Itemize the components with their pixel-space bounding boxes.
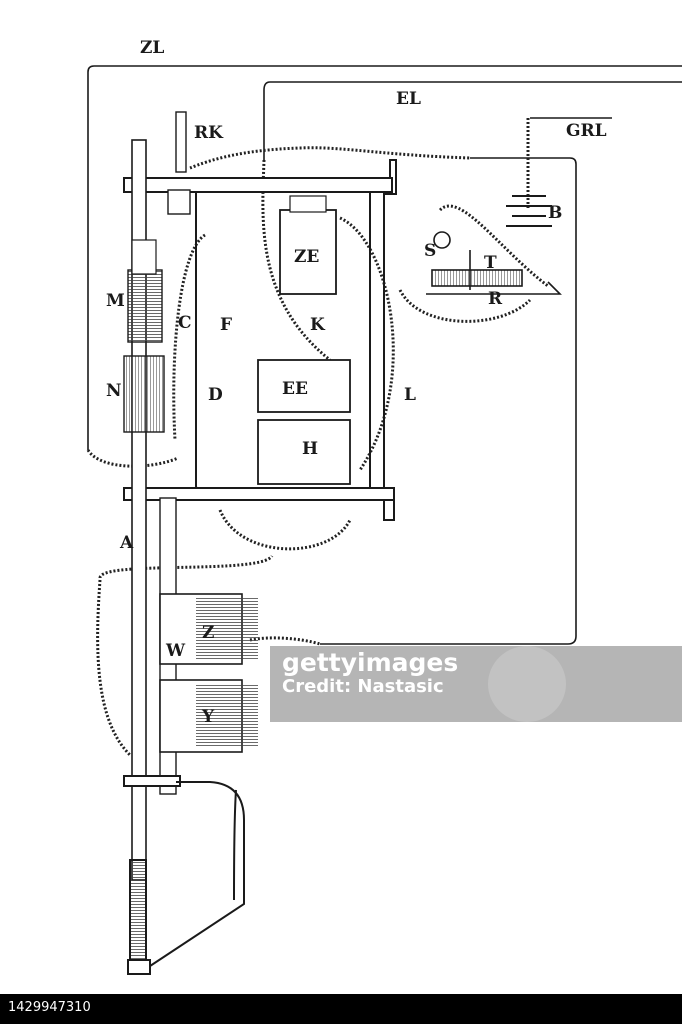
main-frame <box>123 159 397 521</box>
watermark-circle <box>488 646 566 722</box>
label-r: R <box>488 289 503 309</box>
spring-m <box>127 239 163 343</box>
label-a: A <box>119 533 134 553</box>
label-l: L <box>404 385 416 405</box>
watermark-brand: gettyimages <box>282 648 459 677</box>
tank-z <box>159 593 258 665</box>
battery-b <box>506 195 552 227</box>
label-m: M <box>106 291 125 311</box>
wire-lines <box>87 65 682 645</box>
watermark-credit: Credit: Nastasic <box>282 676 444 698</box>
watermark-overlay: gettyimages Credit: Nastasic <box>270 646 682 722</box>
label-f: F <box>220 315 232 335</box>
label-h: H <box>302 439 318 459</box>
watermark-logo: gettyimages Credit: Nastasic <box>282 648 459 698</box>
label-el: EL <box>396 89 421 109</box>
image-id-bar: 1429947310 <box>0 994 682 1024</box>
component-ee <box>257 359 351 413</box>
relay-tr <box>426 231 562 295</box>
label-w: W <box>165 641 186 661</box>
tank-y <box>159 679 258 753</box>
label-ze: ZE <box>294 247 319 267</box>
component-h <box>257 419 351 485</box>
label-t: T <box>484 253 497 273</box>
label-ee: EE <box>282 379 308 399</box>
label-y: Y <box>201 707 215 727</box>
label-z: Z <box>202 623 214 643</box>
label-n: N <box>106 381 122 401</box>
label-b: B <box>548 203 562 223</box>
label-s: S <box>424 241 436 261</box>
component-ze <box>279 195 337 295</box>
label-c: C <box>178 313 192 333</box>
image-id: 1429947310 <box>8 1000 91 1015</box>
label-zl: ZL <box>140 38 164 58</box>
label-rk: RK <box>194 123 224 143</box>
cylinder-n <box>123 355 165 433</box>
label-d: D <box>208 385 223 405</box>
bottom-lever <box>123 775 245 975</box>
label-grl: GRL <box>566 121 607 141</box>
label-k: K <box>310 315 326 335</box>
